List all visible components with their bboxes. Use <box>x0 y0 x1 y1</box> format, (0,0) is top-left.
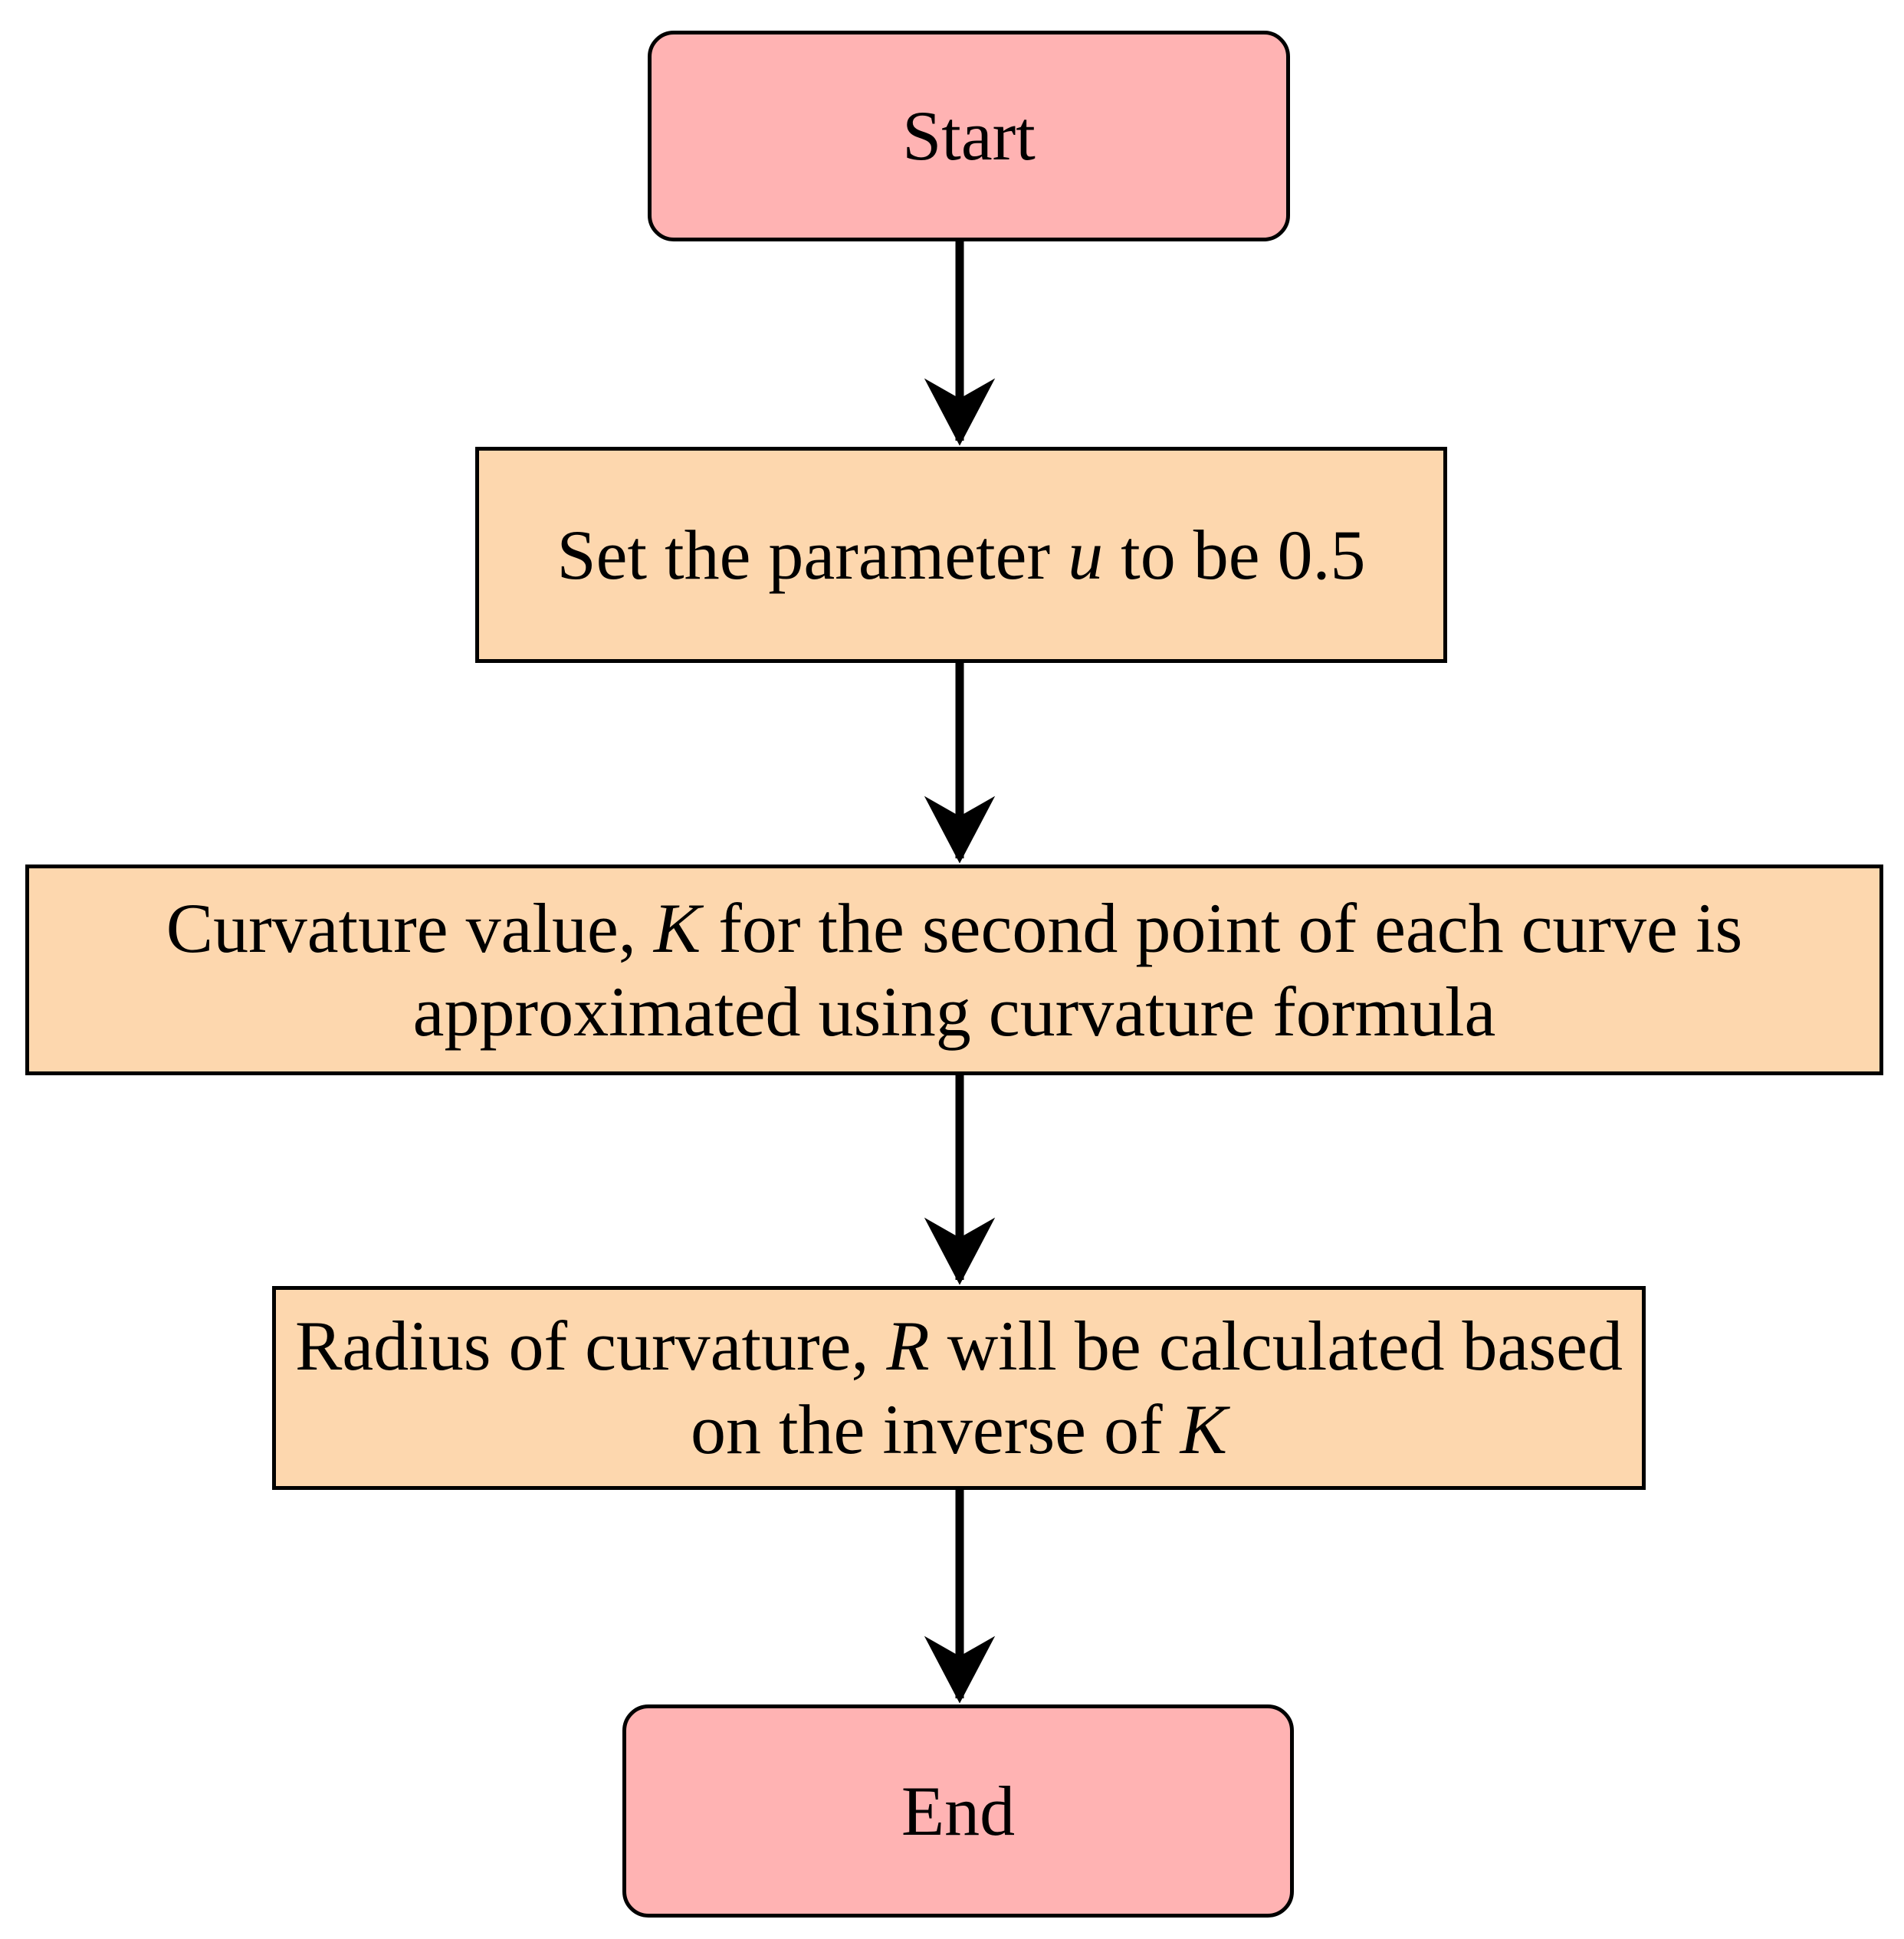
flowchart-node-set-parameter-label: Set the parameter u to be 0.5 <box>556 515 1366 594</box>
flowchart-node-start-label: Start <box>902 97 1036 176</box>
flowchart-node-curvature[interactable]: Curvature value, K for the second point … <box>25 865 1883 1075</box>
flowchart-node-radius[interactable]: Radius of curvature, R will be calculate… <box>272 1286 1646 1490</box>
flowchart-node-end-label: End <box>901 1771 1016 1850</box>
flowchart-node-radius-label: Radius of curvature, R will be calculate… <box>294 1307 1623 1468</box>
flowchart-node-curvature-label: Curvature value, K for the second point … <box>166 888 1743 1051</box>
flowchart-node-start[interactable]: Start <box>648 31 1290 241</box>
flowchart-node-end[interactable]: End <box>622 1704 1294 1918</box>
flowchart-node-set-parameter[interactable]: Set the parameter u to be 0.5 <box>475 447 1447 663</box>
